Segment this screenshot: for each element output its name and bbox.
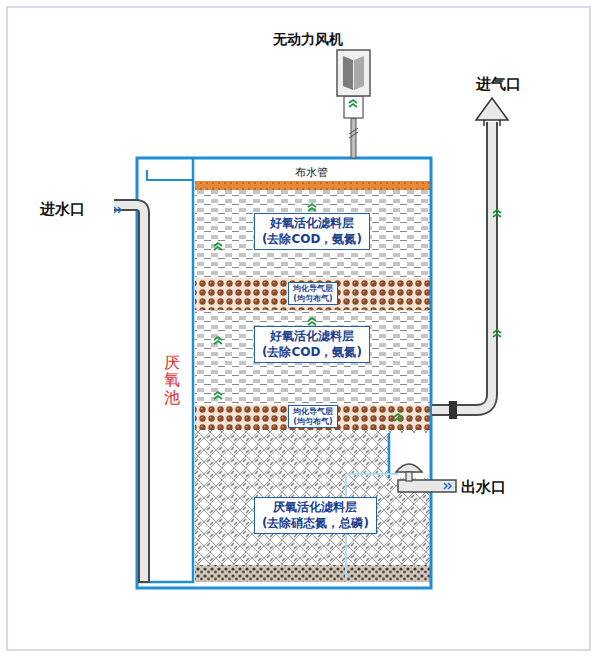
flow-chevron	[493, 334, 501, 337]
water-arrow	[114, 207, 117, 213]
node-note: (均匀布气)	[293, 417, 333, 427]
node-note: (去除COD，氨氮)	[262, 232, 362, 248]
flow-chevron	[349, 100, 357, 103]
flow-chevron	[214, 392, 222, 395]
gravel-layer	[195, 565, 430, 582]
layer-label-box: 厌氧活化滤料层(去除硝态氮，总磷)	[254, 497, 377, 534]
flow-chevron	[308, 318, 316, 321]
aerobic-layer	[195, 190, 430, 278]
flow-chevron	[308, 204, 316, 207]
flow-chevron	[394, 418, 402, 421]
outlet-cap	[396, 464, 422, 472]
air-pipe-core	[432, 122, 492, 410]
water-arrows	[114, 207, 451, 489]
node-title: 厌氧池	[164, 354, 180, 407]
layer-label-box: 好氧活化滤料层(去除COD，氨氮)	[254, 213, 370, 250]
layer-label-box: 均化导气层(均匀布气)	[288, 282, 338, 305]
inlet-pipe	[114, 205, 144, 583]
outlet-chamber	[389, 433, 430, 478]
part-label: 无动力风机	[273, 31, 343, 49]
distribution-band	[195, 181, 430, 190]
tank-outline	[137, 158, 431, 588]
pipe-coupling	[449, 401, 457, 419]
node-title: 厌氧活化滤料层	[262, 500, 369, 516]
page-frame	[7, 7, 590, 650]
pool-band: 厌氧池	[137, 300, 193, 460]
distribution-pipe	[147, 170, 193, 180]
flow-chevron	[394, 414, 402, 417]
part-label: 布水管	[295, 165, 328, 180]
flow-chevron	[214, 243, 222, 246]
layer-label-box: 好氧活化滤料层(去除COD，氨氮)	[254, 326, 370, 363]
flow-chevron	[214, 341, 222, 344]
part-label: 进水口	[40, 200, 85, 219]
water-arrow	[448, 483, 451, 489]
water-arrow	[118, 207, 121, 213]
flow-chevron	[308, 322, 316, 325]
outlet-wall	[388, 433, 391, 478]
part-label: 进气口	[476, 75, 521, 94]
aeration-layer	[195, 278, 430, 310]
node-title: 均化导气层	[293, 284, 333, 294]
air-pipe	[432, 122, 492, 410]
layer-label-box: 均化导气层(均匀布气)	[288, 405, 338, 428]
aeration-layer	[195, 405, 430, 430]
flow-chevron	[493, 214, 501, 217]
node-note: (去除硝态氮，总磷)	[262, 516, 369, 532]
flow-chevron	[493, 330, 501, 333]
fan-shaft	[351, 118, 356, 158]
fan-neck	[344, 96, 363, 118]
fan-housing	[337, 50, 370, 96]
node-title: 好氧活化滤料层	[262, 329, 362, 345]
water-arrow	[444, 483, 447, 489]
flow-chevron	[493, 210, 501, 213]
flow-chevron	[214, 247, 222, 250]
flow-chevron	[349, 104, 357, 107]
outlet-pipe	[398, 480, 456, 492]
node-title: 好氧活化滤料层	[262, 216, 362, 232]
flow-chevron	[214, 337, 222, 340]
flow-chevrons	[214, 100, 501, 421]
node-note: (去除COD，氨氮)	[262, 345, 362, 361]
node-note: (均匀布气)	[293, 294, 333, 304]
inlet-pipe-core	[114, 205, 144, 581]
aerobic-layer	[195, 310, 430, 405]
flow-chevron	[308, 208, 316, 211]
air-cap	[476, 98, 508, 120]
part-label: 出水口	[461, 478, 506, 497]
flow-chevron	[214, 396, 222, 399]
node-title: 均化导气层	[293, 407, 333, 417]
anaerobic-layer	[195, 430, 430, 565]
